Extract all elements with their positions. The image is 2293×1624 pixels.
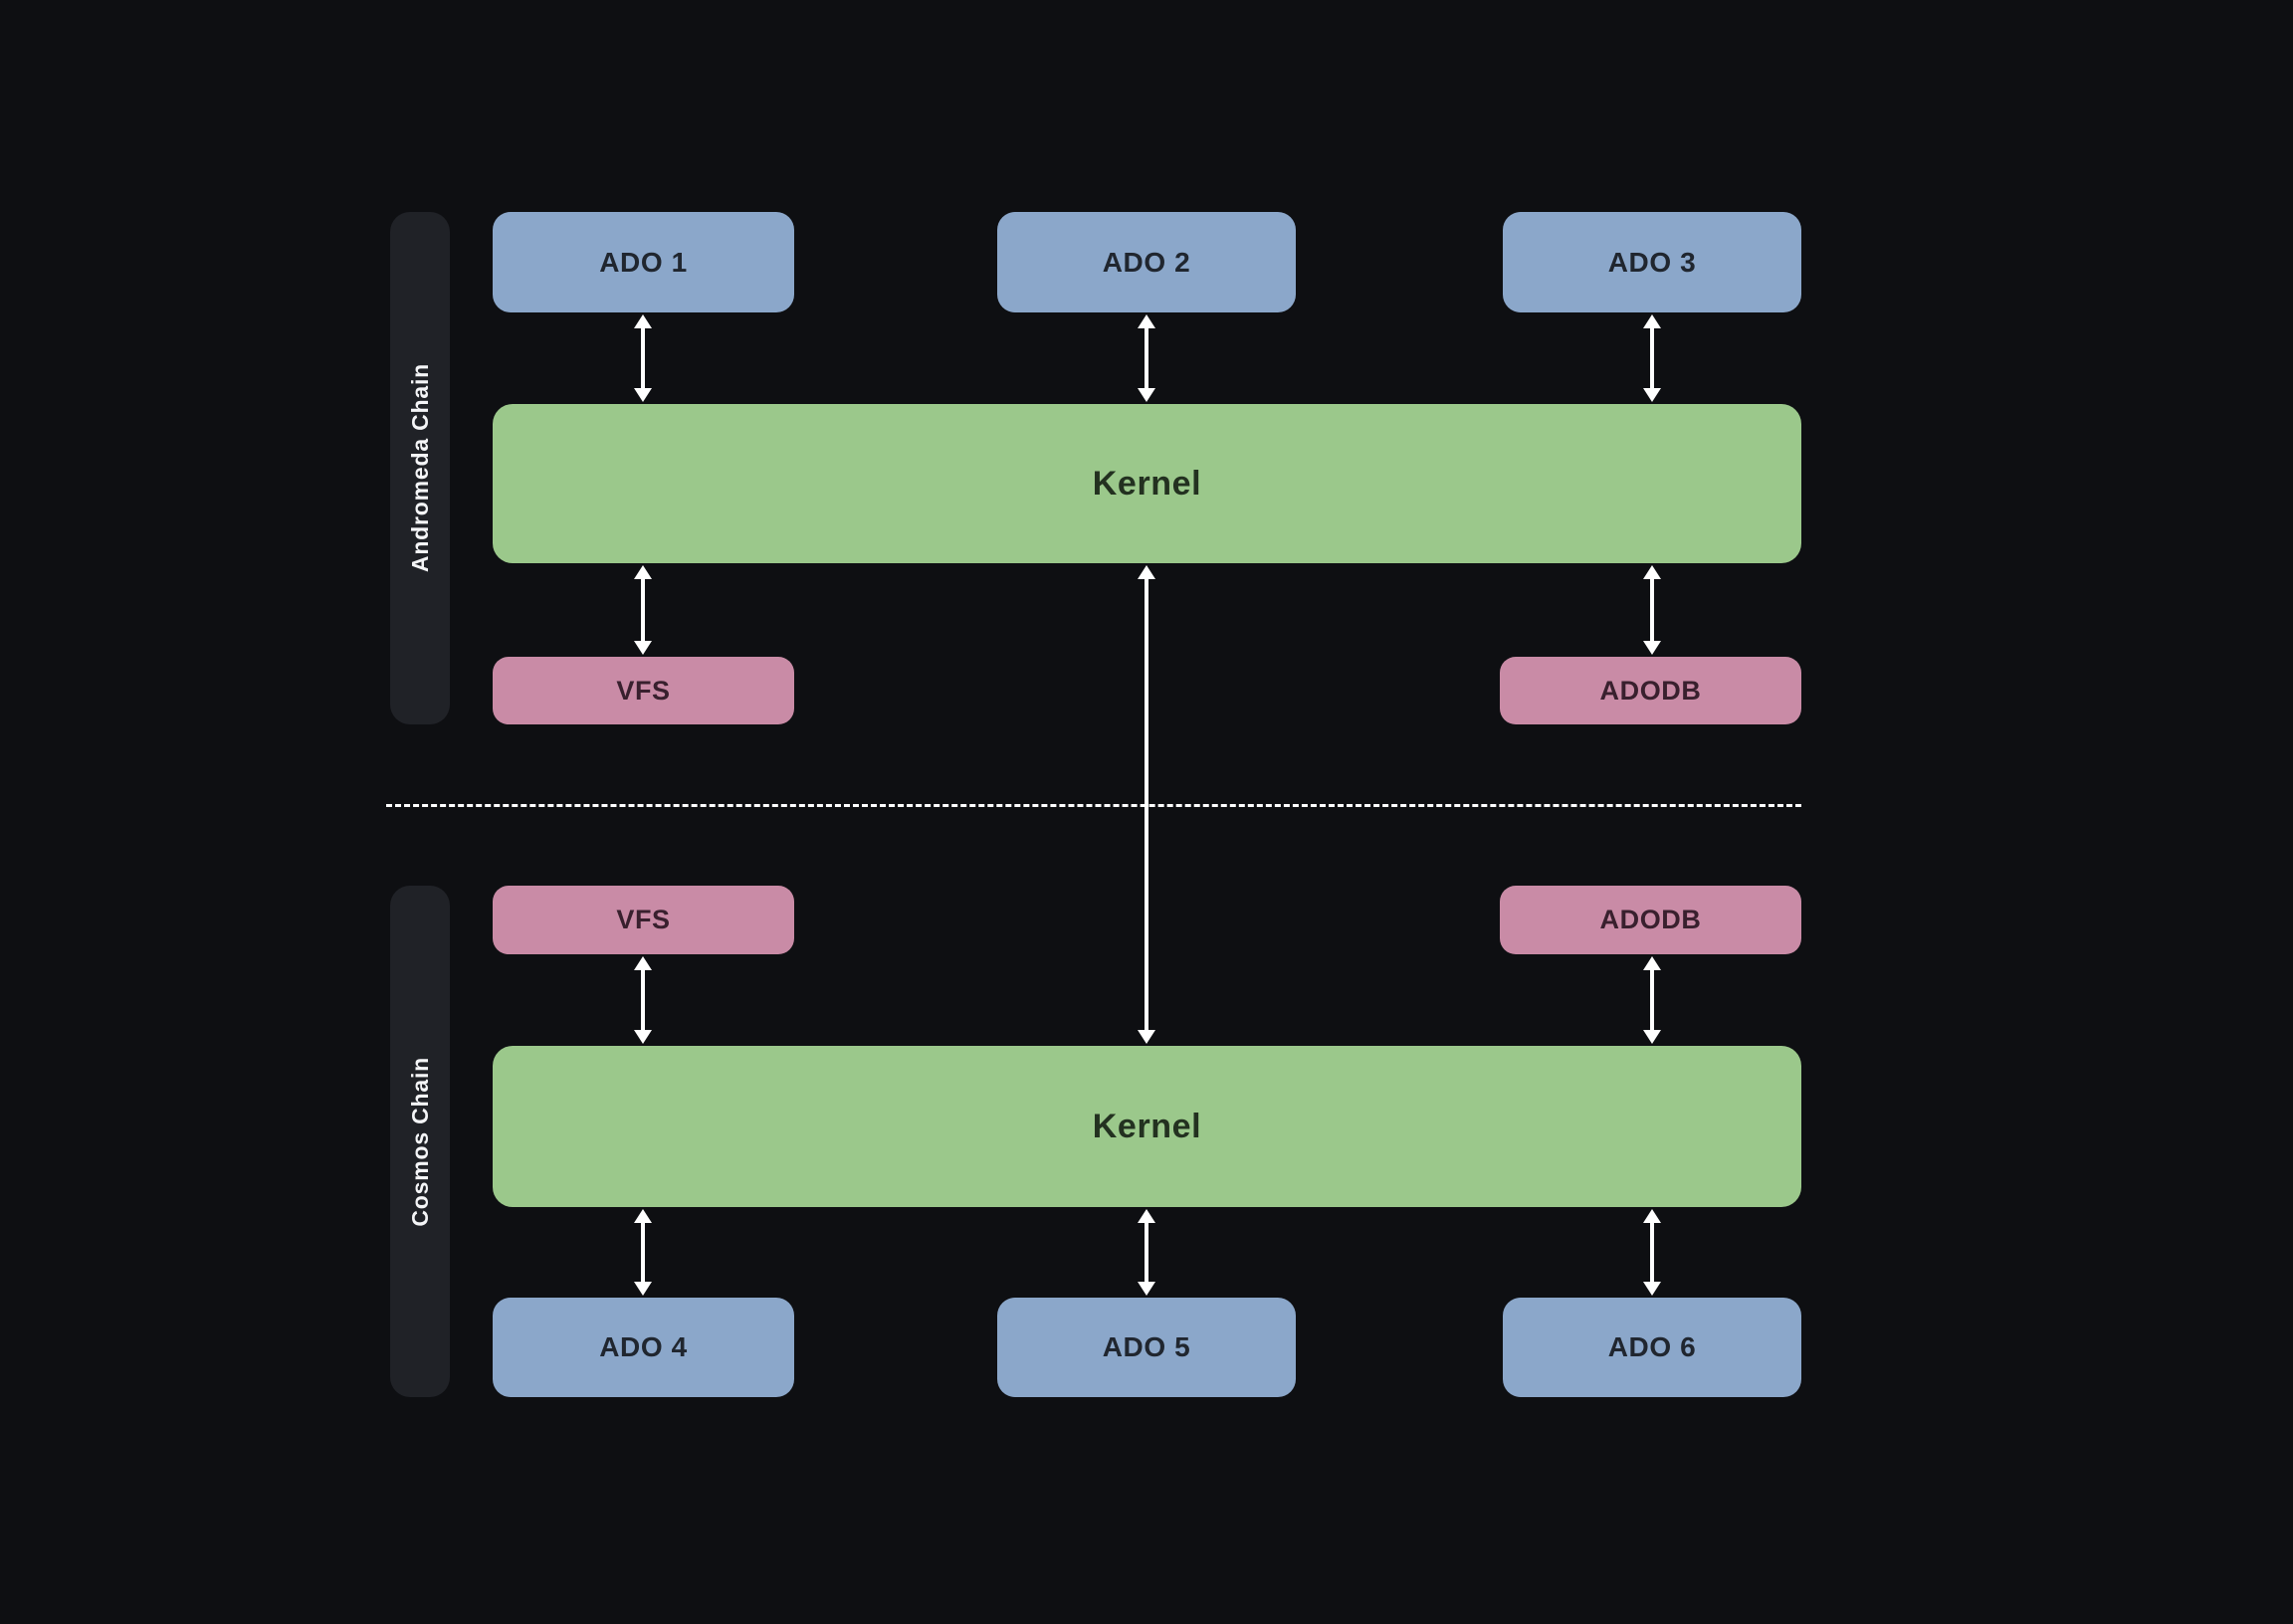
arrow-stem <box>1145 324 1148 392</box>
arrow-stem <box>1650 1219 1654 1286</box>
node-adodb-cosmos-label: ADODB <box>1599 905 1702 934</box>
arrow-ado2-kernel <box>1138 314 1155 402</box>
arrow-stem <box>641 575 645 645</box>
node-ado6: ADO 6 <box>1503 1298 1801 1397</box>
arrow-kernel-ado5 <box>1138 1209 1155 1296</box>
arrow-stem <box>1650 324 1654 392</box>
arrow-kernel-ado6 <box>1643 1209 1661 1296</box>
node-ado1: ADO 1 <box>493 212 794 312</box>
arrow-kernel-ado4 <box>634 1209 652 1296</box>
node-ado6-label: ADO 6 <box>1607 1331 1697 1362</box>
node-adodb-andromeda: ADODB <box>1500 657 1801 724</box>
arrow-stem <box>641 324 645 392</box>
node-ado2-label: ADO 2 <box>1102 246 1191 278</box>
node-kernel-andromeda: Kernel <box>493 404 1801 563</box>
node-kernel-andromeda-label: Kernel <box>1092 464 1202 503</box>
node-ado2: ADO 2 <box>997 212 1296 312</box>
node-adodb-cosmos: ADODB <box>1500 886 1801 954</box>
node-vfs-andromeda: VFS <box>493 657 794 724</box>
node-vfs-cosmos-label: VFS <box>616 905 671 934</box>
andromeda-chain-label: Andromeda Chain <box>406 363 433 573</box>
arrow-stem <box>641 966 645 1034</box>
arrow-stem <box>641 1219 645 1286</box>
chain-divider-dashed-line <box>386 804 1801 807</box>
cosmos-chain-label: Cosmos Chain <box>406 1056 433 1227</box>
arrow-stem <box>1145 1219 1148 1286</box>
node-adodb-andromeda-label: ADODB <box>1599 675 1702 706</box>
node-ado3-label: ADO 3 <box>1607 246 1697 278</box>
arrow-stem <box>1650 575 1654 645</box>
arrow-kernel-vfs-andromeda <box>634 565 652 655</box>
node-ado4-label: ADO 4 <box>599 1331 688 1362</box>
node-vfs-andromeda-label: VFS <box>616 675 671 706</box>
arrow-kernel-adodb-andromeda <box>1643 565 1661 655</box>
node-kernel-cosmos-label: Kernel <box>1092 1107 1202 1145</box>
node-ado3: ADO 3 <box>1503 212 1801 312</box>
node-ado5: ADO 5 <box>997 1298 1296 1397</box>
cosmos-chain-lane: Cosmos Chain <box>390 886 450 1397</box>
node-ado4: ADO 4 <box>493 1298 794 1397</box>
node-ado1-label: ADO 1 <box>599 246 688 278</box>
node-ado5-label: ADO 5 <box>1102 1331 1191 1362</box>
arrow-stem <box>1650 966 1654 1034</box>
arrow-adodb-kernel-cosmos <box>1643 956 1661 1044</box>
node-kernel-cosmos: Kernel <box>493 1046 1801 1207</box>
andromeda-chain-lane: Andromeda Chain <box>390 212 450 724</box>
arrow-ado1-kernel <box>634 314 652 402</box>
arrow-ado3-kernel <box>1643 314 1661 402</box>
arrow-vfs-kernel-cosmos <box>634 956 652 1044</box>
node-vfs-cosmos: VFS <box>493 886 794 954</box>
